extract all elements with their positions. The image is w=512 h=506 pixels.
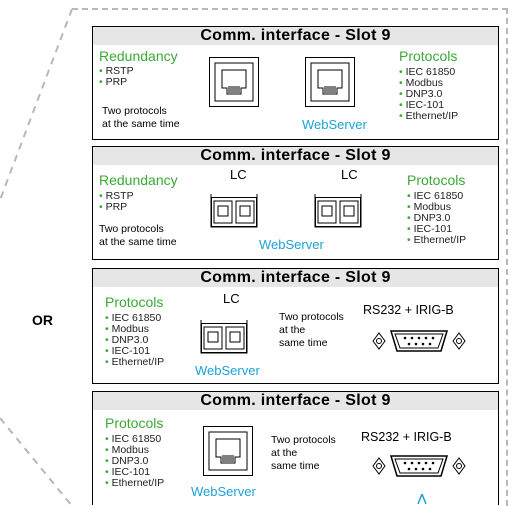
protocols-label: Protocols — [399, 48, 458, 64]
list-item: Ethernet/IP — [105, 478, 165, 489]
two-protocols-note: Two protocols at the same time — [279, 311, 344, 350]
protocols-list: IEC 61850 Modbus DNP3.0 IEC-101 Ethernet… — [407, 191, 467, 246]
lc-label: LC — [341, 167, 358, 182]
list-item: DNP3.0 — [399, 89, 458, 100]
list-item: PRP — [99, 202, 134, 213]
card-title: Comm. interface - Slot 9 — [93, 269, 498, 287]
lc-port-bracket — [200, 320, 248, 354]
redundancy-label: Redundancy — [99, 172, 178, 188]
webserver-label: WebServer — [259, 237, 324, 252]
note-line: at the same time — [102, 118, 180, 130]
list-item: Ethernet/IP — [105, 357, 165, 368]
rj45-port-icon — [305, 57, 355, 107]
comm-interface-card-4: Comm. interface - Slot 9 Protocols IEC 6… — [92, 391, 499, 505]
protocols-label: Protocols — [105, 415, 164, 431]
webserver-label: WebServer — [191, 484, 256, 499]
note-line: same time — [279, 337, 328, 349]
note-line: Two protocols — [279, 311, 344, 323]
list-item: DNP3.0 — [407, 213, 466, 224]
redundancy-list: RSTP PRP — [99, 191, 134, 213]
webserver-label: WebServer — [302, 117, 367, 132]
note-line: Two protocols — [102, 105, 167, 117]
card-title: Comm. interface - Slot 9 — [93, 27, 498, 45]
list-item: Modbus — [399, 78, 458, 89]
arrow-up-icon — [417, 494, 427, 505]
list-item: Modbus — [105, 445, 164, 456]
lc-label: LC — [223, 291, 240, 306]
or-label: OR — [32, 312, 53, 328]
note-line: at the — [279, 324, 306, 336]
list-item: Modbus — [105, 324, 164, 335]
list-item: IEC 61850 — [105, 313, 164, 324]
card-title: Comm. interface - Slot 9 — [93, 392, 498, 410]
two-protocols-note: Two protocols at the same time — [271, 434, 336, 473]
list-item: IEC 61850 — [407, 191, 466, 202]
lc-port-brackets — [210, 194, 362, 228]
list-item: Ethernet/IP — [407, 235, 467, 246]
list-item: Ethernet/IP — [399, 111, 459, 122]
protocols-list: IEC 61850 Modbus DNP3.0 IEC-101 Ethernet… — [105, 313, 165, 368]
list-item: IEC 61850 — [399, 67, 458, 78]
list-item: IEC-101 — [399, 100, 458, 111]
redundancy-label: Redundancy — [99, 48, 178, 64]
comm-interface-card-1: Comm. interface - Slot 9 Redundancy RSTP… — [92, 26, 499, 140]
dashed-frame-right — [506, 8, 508, 506]
note-line: at the same time — [99, 236, 177, 248]
list-item: IEC-101 — [105, 346, 164, 357]
redundancy-list: RSTP PRP — [99, 66, 134, 88]
note-line: same time — [271, 460, 320, 472]
card-title: Comm. interface - Slot 9 — [93, 147, 498, 165]
list-item: IEC-101 — [105, 467, 164, 478]
note-line: Two protocols — [271, 434, 336, 446]
list-item: PRP — [99, 77, 134, 88]
webserver-label: WebServer — [195, 363, 260, 378]
list-item: RSTP — [99, 66, 134, 77]
list-item: IEC 61850 — [105, 434, 164, 445]
db9-connector-icon — [369, 452, 469, 480]
list-item: Modbus — [407, 202, 466, 213]
list-item: RSTP — [99, 191, 134, 202]
dashed-frame-top — [72, 8, 508, 10]
list-item: DNP3.0 — [105, 456, 164, 467]
protocols-list: IEC 61850 Modbus DNP3.0 IEC-101 Ethernet… — [399, 67, 459, 122]
rs232-irigb-label: RS232 + IRIG-B — [361, 430, 452, 444]
comm-interface-card-3: Comm. interface - Slot 9 Protocols IEC 6… — [92, 268, 499, 384]
rj45-port-icon — [209, 57, 259, 107]
rj45-port-icon — [203, 426, 253, 476]
rs232-irigb-label: RS232 + IRIG-B — [363, 303, 454, 317]
protocols-label: Protocols — [105, 294, 164, 310]
lc-label: LC — [230, 167, 247, 182]
list-item: IEC-101 — [407, 224, 466, 235]
list-item: DNP3.0 — [105, 335, 164, 346]
note-line: at the — [271, 447, 298, 459]
db9-connector-icon — [369, 327, 469, 355]
protocols-list: IEC 61850 Modbus DNP3.0 IEC-101 Ethernet… — [105, 434, 165, 489]
two-protocols-note: Two protocols at the same time — [102, 105, 180, 131]
comm-interface-card-2: Comm. interface - Slot 9 Redundancy RSTP… — [92, 146, 499, 260]
note-line: Two protocols — [99, 223, 164, 235]
protocols-label: Protocols — [407, 172, 466, 188]
lc-fiber-port-icon — [201, 323, 247, 353]
two-protocols-note: Two protocols at the same time — [99, 223, 177, 249]
